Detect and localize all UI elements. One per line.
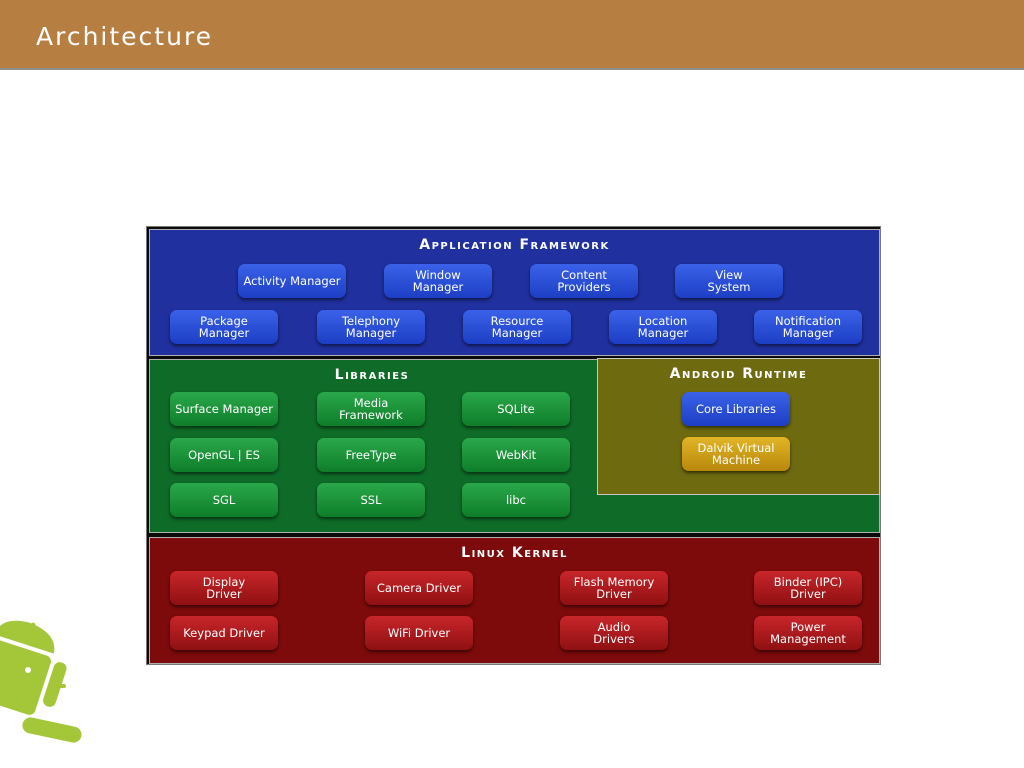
activity-manager-box: Activity Manager <box>238 264 346 298</box>
layer-title: Libraries <box>334 367 410 383</box>
layer-title: Application Framework <box>419 237 610 253</box>
android-runtime-layer: Android Runtime Core Libraries Dalvik Vi… <box>597 358 880 495</box>
camera-driver-box: Camera Driver <box>365 571 473 605</box>
opengl-es-box: OpenGL | ES <box>170 438 278 472</box>
core-libraries-box: Core Libraries <box>682 392 790 426</box>
wifi-driver-box: WiFi Driver <box>365 616 473 650</box>
slide-header: Architecture <box>0 0 1024 70</box>
keypad-driver-box: Keypad Driver <box>170 616 278 650</box>
ssl-box: SSL <box>317 483 425 517</box>
android-robot-icon <box>0 620 82 743</box>
layer-title: Linux Kernel <box>461 545 568 561</box>
webkit-box: WebKit <box>462 438 570 472</box>
layer-title: Android Runtime <box>669 366 808 382</box>
package-manager-box: Package Manager <box>170 310 278 344</box>
architecture-diagram: Application Framework Activity Manager W… <box>146 226 881 665</box>
sqlite-box: SQLite <box>462 392 570 426</box>
sgl-box: SGL <box>170 483 278 517</box>
libc-box: libc <box>462 483 570 517</box>
surface-manager-box: Surface Manager <box>170 392 278 426</box>
freetype-box: FreeType <box>317 438 425 472</box>
application-framework-layer: Application Framework Activity Manager W… <box>149 229 880 356</box>
slide-title: Architecture <box>36 22 214 51</box>
binder-ipc-driver-box: Binder (IPC)Driver <box>754 571 862 605</box>
